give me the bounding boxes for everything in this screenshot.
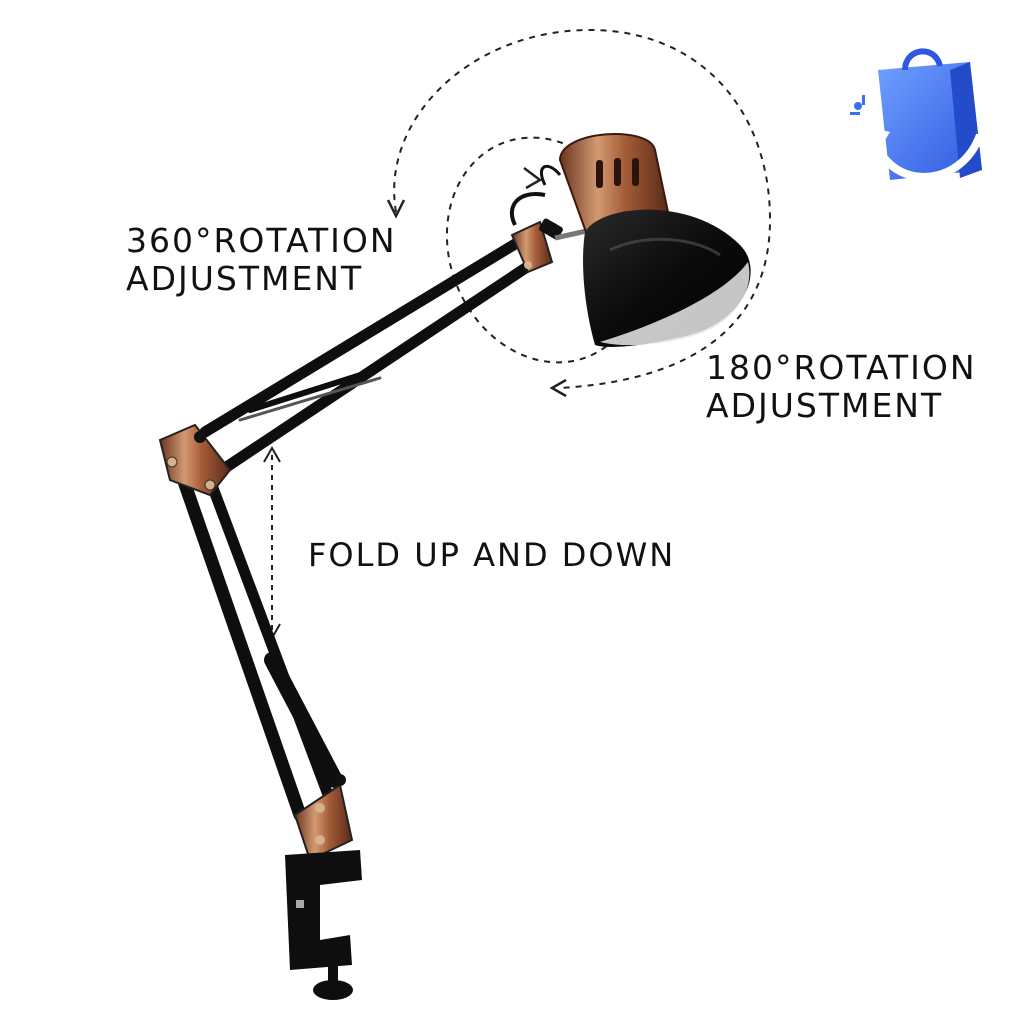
base-joint — [293, 774, 354, 862]
fold-arrow — [263, 445, 281, 641]
rotation-360-label: 360°ROTATION ADJUSTMENT — [126, 222, 397, 298]
lamp-shade — [558, 133, 751, 347]
shopping-bag-icon — [850, 48, 984, 181]
arrow-head-360 — [386, 199, 406, 219]
lower-arm — [173, 463, 343, 822]
rotation-360-line1: 360°ROTATION — [126, 221, 397, 260]
rotation-360-arc — [393, 28, 772, 389]
rotation-180-line2: ADJUSTMENT — [706, 386, 944, 425]
rotation-180-line1: 180°ROTATION — [706, 348, 977, 387]
arrow-head-180 — [549, 378, 567, 398]
upper-arm — [199, 229, 551, 474]
arrow-head-ellipse — [523, 167, 543, 190]
rotation-360-line2: ADJUSTMENT — [126, 259, 364, 298]
elbow-joint — [158, 423, 232, 497]
fold-label: FOLD UP AND DOWN — [308, 536, 676, 574]
desk-clamp — [285, 850, 362, 1000]
rotation-180-label: 180°ROTATION ADJUSTMENT — [706, 349, 977, 425]
head-joint — [509, 164, 601, 274]
